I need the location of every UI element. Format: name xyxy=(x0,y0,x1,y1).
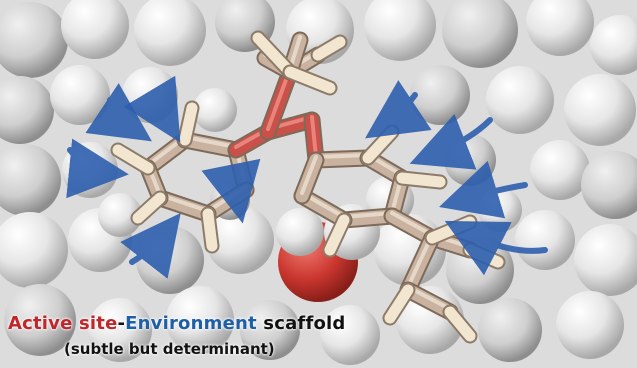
background-sphere xyxy=(486,66,554,134)
bond-highlight xyxy=(390,211,434,237)
background-sphere xyxy=(136,226,204,294)
hydrogen-stick xyxy=(252,32,296,78)
caption-title: Active site-Environment scaffold xyxy=(8,313,637,334)
background-sphere xyxy=(0,144,61,216)
caption-scaffold: scaffold xyxy=(256,313,346,334)
background-sphere xyxy=(556,291,624,359)
background-sphere xyxy=(320,305,380,365)
background-sphere xyxy=(0,2,68,78)
blue-arrow xyxy=(439,160,528,219)
caption-subtitle: (subtle but determinant) xyxy=(64,340,275,358)
blue-arrow xyxy=(201,158,261,224)
blue-arrow xyxy=(66,138,129,199)
hydrogen-stick xyxy=(324,214,350,256)
hydrogen-stick xyxy=(284,66,336,94)
background-sphere xyxy=(166,286,234,354)
background-sphere xyxy=(564,74,636,146)
caption-active-site: Active site xyxy=(8,313,118,334)
bond xyxy=(309,151,375,167)
bond xyxy=(401,283,457,319)
hydrogen-stick xyxy=(179,102,198,146)
background-sphere xyxy=(4,284,76,356)
background-sphere xyxy=(0,212,68,288)
background-sphere xyxy=(444,134,496,186)
hydrogen-stick xyxy=(384,284,414,324)
background-sphere xyxy=(50,65,110,125)
blue-arrow xyxy=(409,113,493,170)
background-sphere xyxy=(122,67,178,123)
background-sphere xyxy=(581,151,637,219)
bond-highlight xyxy=(314,153,370,159)
background-sphere xyxy=(478,298,542,362)
bond-highlight xyxy=(183,135,238,149)
background-sphere xyxy=(590,15,637,75)
hydrogen-stick xyxy=(312,36,346,61)
background-sphere xyxy=(574,224,637,296)
background-sphere xyxy=(526,0,594,56)
background-sphere xyxy=(61,0,129,59)
environment-arrows xyxy=(66,75,548,279)
hydrogen-stick xyxy=(444,306,476,342)
caption-hyphen: - xyxy=(117,313,126,334)
background-sphere xyxy=(0,76,54,144)
water-hydrogen-sphere xyxy=(276,208,324,256)
background-sphere xyxy=(530,140,590,200)
background-sphere xyxy=(442,0,518,68)
bond-highlight xyxy=(300,155,318,195)
bond xyxy=(178,133,243,157)
blue-arrow xyxy=(444,220,548,276)
blue-arrow xyxy=(120,213,181,279)
background-sphere xyxy=(410,65,470,125)
background-sphere xyxy=(193,88,237,132)
hydrogen-stick xyxy=(396,172,446,188)
hydrogen-stick xyxy=(202,208,218,252)
background-sphere xyxy=(134,0,206,66)
background-sphere xyxy=(88,298,152,362)
background-sphere xyxy=(364,0,436,61)
caption-environment: Environment xyxy=(125,313,257,334)
blue-arrow xyxy=(123,75,181,143)
blue-arrow xyxy=(365,80,432,139)
background-sphere xyxy=(240,300,300,360)
background-sphere xyxy=(515,210,575,270)
bond-highlight xyxy=(310,115,318,159)
